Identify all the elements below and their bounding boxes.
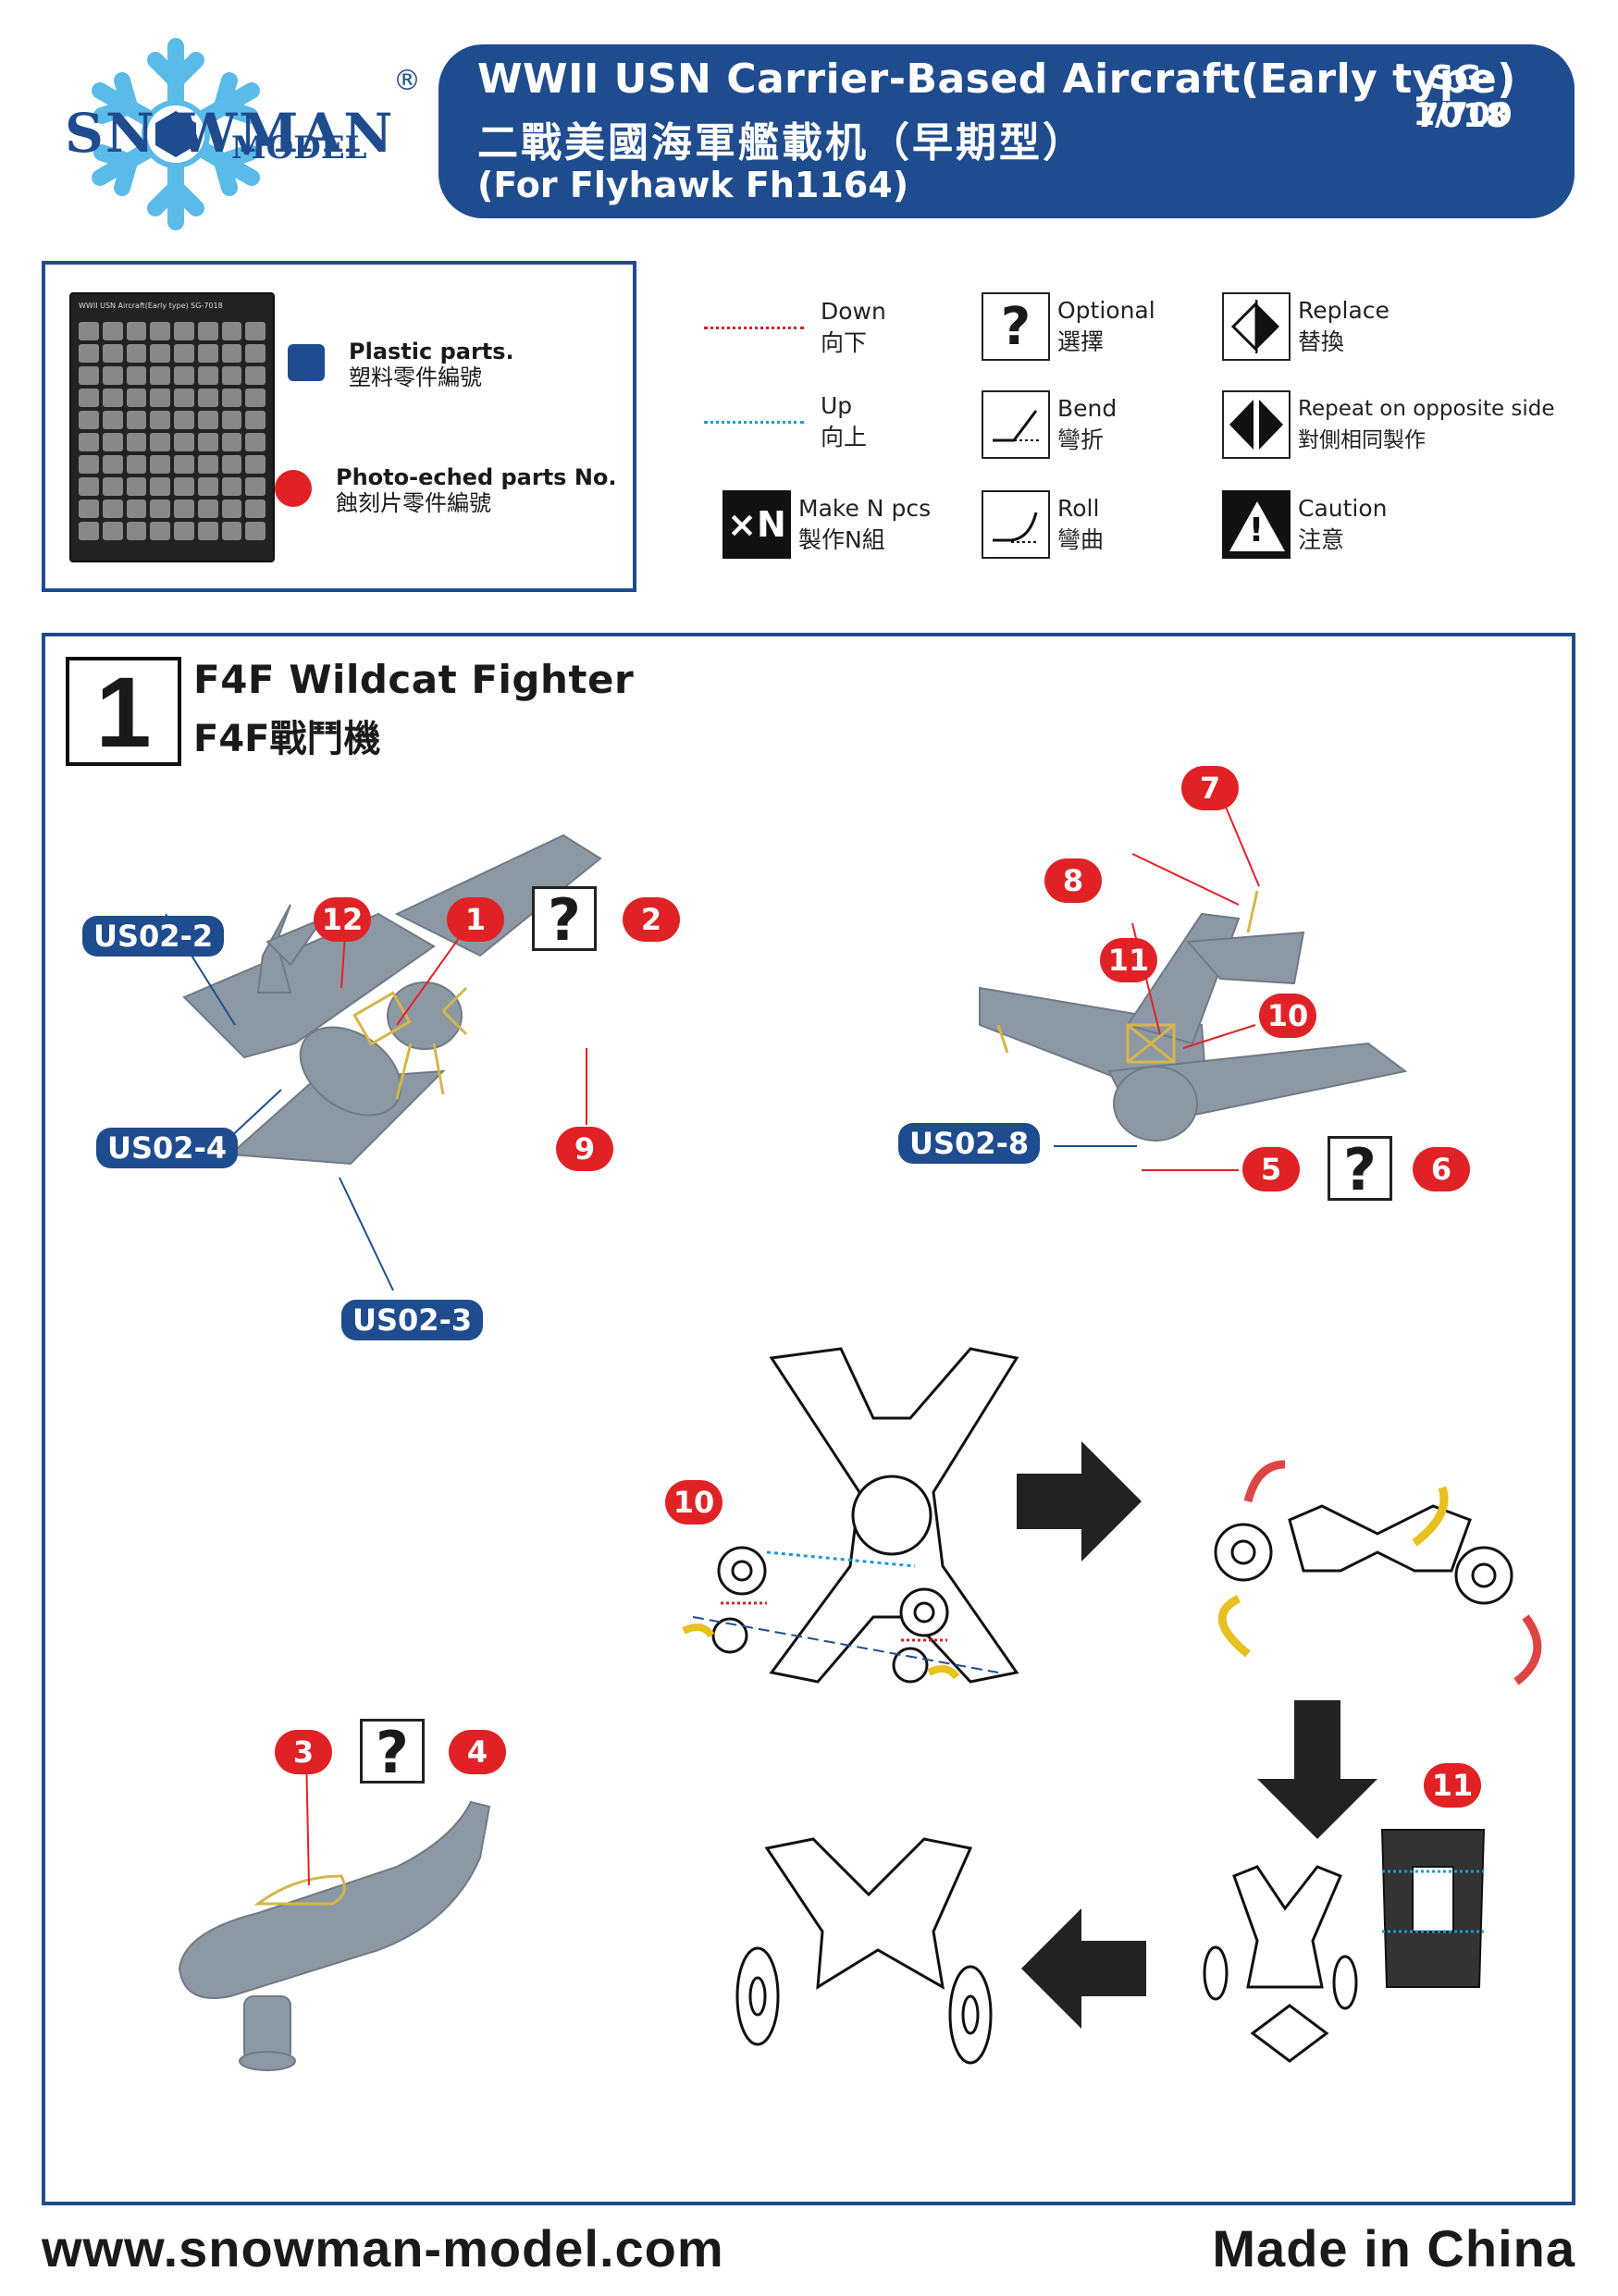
callout-part-8: 8 xyxy=(1044,858,1102,903)
up-label-zh: 向上 xyxy=(821,422,867,453)
plastic-parts-swatch xyxy=(288,344,325,381)
aircraft-top-view-a xyxy=(184,835,600,1164)
etched-parts-label-en: Photo-eched parts No. xyxy=(336,464,617,490)
arrow-right-icon xyxy=(1017,1441,1142,1562)
callout-part-11-gear: 11 xyxy=(1424,1763,1481,1808)
bend-label-en: Bend xyxy=(1057,393,1117,425)
etched-part-11 xyxy=(1382,1830,1484,1987)
assembly-illustration xyxy=(45,636,1572,2202)
callout-part-10-gear: 10 xyxy=(665,1480,723,1524)
callout-part-4: 4 xyxy=(449,1730,506,1774)
question-icon: ? xyxy=(982,292,1050,361)
optional-label-zh: 選擇 xyxy=(1057,327,1155,358)
replace-label-zh: 替換 xyxy=(1298,327,1390,358)
product-scale: 1/700 xyxy=(1402,96,1523,133)
repeat-opposite-icon xyxy=(1222,390,1291,459)
callout-part-6: 6 xyxy=(1413,1147,1470,1191)
callout-part-2: 2 xyxy=(623,897,680,942)
caution-label-en: Caution xyxy=(1298,493,1388,525)
down-label-zh: 向下 xyxy=(821,327,886,359)
caution-icon: ! xyxy=(1222,490,1291,559)
callout-part-5: 5 xyxy=(1242,1147,1300,1191)
sprue-header: WWII USN Aircraft(Early type) SG-7018 xyxy=(79,302,266,315)
fuselage-side-view xyxy=(179,1802,489,2070)
caution-label-zh: 注意 xyxy=(1298,525,1388,556)
roll-label-zh: 彎曲 xyxy=(1057,525,1104,556)
plastic-parts-label-en: Plastic parts. xyxy=(349,339,514,364)
title-compat: (For Flyhawk Fh1164) xyxy=(477,165,908,205)
bend-icon xyxy=(982,390,1050,459)
brand-logo: SN WMAN MODEL ® xyxy=(56,37,407,231)
etched-parts-label-zh: 蝕刻片零件編號 xyxy=(336,490,617,516)
callout-part-10: 10 xyxy=(1259,994,1316,1038)
aircraft-underside-view-b xyxy=(980,914,1405,1141)
roll-label-en: Roll xyxy=(1057,493,1104,525)
replace-icon xyxy=(1222,292,1291,361)
plastic-parts-legend: Plastic parts. 塑料零件編號 xyxy=(288,339,514,390)
gear-finished xyxy=(737,1839,991,2063)
callout-part-1: 1 xyxy=(447,897,504,942)
plastic-parts-label-zh: 塑料零件編號 xyxy=(349,364,514,390)
up-label-en: Up xyxy=(821,390,867,422)
roll-icon xyxy=(982,490,1050,559)
bend-label-zh: 彎折 xyxy=(1057,425,1117,456)
gear-frame-flat xyxy=(713,1349,1017,1682)
photo-etch-sheet: WWII USN Aircraft(Early type) SG-7018 xyxy=(69,292,275,562)
callout-part-7: 7 xyxy=(1181,766,1239,810)
callout-us02-2: US02-2 xyxy=(82,916,224,957)
optional-question-icon-b: ? xyxy=(1328,1136,1392,1201)
callout-us02-4: US02-4 xyxy=(96,1128,238,1168)
footer-origin: Made in China xyxy=(1212,2218,1575,2278)
make-n-label-en: Make N pcs xyxy=(798,493,931,525)
gear-frame-folded xyxy=(1216,1506,1512,1603)
callout-part-11: 11 xyxy=(1100,938,1157,982)
make-n-icon: ×N xyxy=(723,490,791,559)
callout-part-3: 3 xyxy=(275,1730,332,1774)
title-banner: WWII USN Carrier-Based Aircraft(Early ty… xyxy=(438,44,1575,218)
callout-part-9: 9 xyxy=(556,1127,613,1171)
optional-question-icon-a: ? xyxy=(532,886,597,951)
repeat-label-zh: 對側相同製作 xyxy=(1298,425,1555,456)
step-1-panel: 1 F4F Wildcat Fighter F4F戰鬥機 xyxy=(42,633,1575,2205)
registered-mark: ® xyxy=(393,65,421,97)
caution-mark: ! xyxy=(1249,512,1264,549)
sprue-parts-grid xyxy=(79,322,266,549)
arrow-down-icon xyxy=(1257,1700,1377,1839)
callout-us02-8: US02-8 xyxy=(898,1123,1040,1164)
footer-website[interactable]: www.snowman-model.com xyxy=(42,2218,724,2278)
parts-legend: WWII USN Aircraft(Early type) SG-7018 Pl… xyxy=(42,261,636,592)
optional-label-en: Optional xyxy=(1057,295,1155,327)
make-n-label-zh: 製作N組 xyxy=(798,525,931,556)
repeat-label-en: Repeat on opposite side xyxy=(1298,393,1555,425)
callout-part-12: 12 xyxy=(314,897,371,942)
arrow-left-icon xyxy=(1021,1908,1146,2029)
down-label-en: Down xyxy=(821,296,886,327)
title-zh: 二戰美國海軍艦載机（早期型） xyxy=(477,109,1086,168)
title-en: WWII USN Carrier-Based Aircraft(Early ty… xyxy=(477,56,1516,103)
replace-label-en: Replace xyxy=(1298,295,1390,327)
gear-with-struts xyxy=(1204,1867,1356,2061)
logo-subword: MODEL xyxy=(231,130,367,167)
up-line-icon xyxy=(704,421,804,424)
callout-us02-3: US02-3 xyxy=(341,1300,483,1340)
etched-parts-swatch xyxy=(275,470,312,507)
optional-question-icon-c: ? xyxy=(360,1719,425,1784)
down-line-icon xyxy=(704,327,804,329)
etched-parts-legend: Photo-eched parts No. 蝕刻片零件編號 xyxy=(275,464,617,516)
